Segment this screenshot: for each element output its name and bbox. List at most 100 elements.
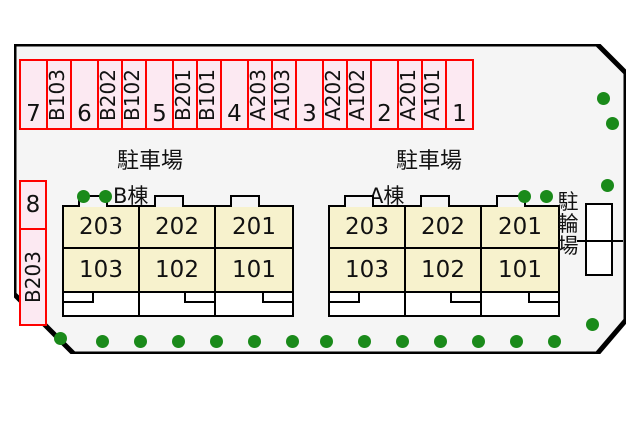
parking-stall-b101[interactable]: B101 — [195, 59, 222, 130]
left-parking-stack: 8 B203 — [19, 180, 47, 326]
unit-a-202[interactable]: 202 — [406, 207, 480, 249]
parking-stall-a102[interactable]: A102 — [345, 59, 372, 130]
tree-icon — [248, 335, 261, 348]
parking-stall-5[interactable]: 5 — [145, 59, 174, 130]
parking-stall-b102[interactable]: B102 — [120, 59, 147, 130]
tree-icon — [320, 335, 333, 348]
parking-stall-label: B101 — [195, 68, 219, 121]
parking-stall-label: A101 — [420, 68, 444, 121]
building-walkway — [328, 293, 560, 317]
tree-icon — [434, 335, 447, 348]
unit-a-101[interactable]: 101 — [482, 249, 558, 291]
tree-icon — [606, 117, 619, 130]
tree-icon — [548, 335, 561, 348]
walkway-segment — [406, 293, 482, 315]
tree-icon — [286, 335, 299, 348]
unit-number: 201 — [232, 213, 276, 240]
unit-number: 101 — [232, 256, 276, 283]
tree-icon — [96, 335, 109, 348]
unit-column: 203 103 — [330, 195, 406, 291]
entrance-step — [330, 293, 360, 303]
walkway-segment — [482, 293, 558, 315]
parking-stall-label: 1 — [452, 101, 467, 127]
unit-number: 102 — [421, 256, 465, 283]
tree-icon — [54, 332, 67, 345]
parking-stall-a103[interactable]: A103 — [270, 59, 297, 130]
tree-icon — [540, 190, 553, 203]
walkway-segment — [216, 293, 292, 315]
unit-a-103[interactable]: 103 — [330, 249, 404, 291]
stair-landing — [230, 195, 260, 207]
tree-icon — [172, 335, 185, 348]
parking-stall-label: B203 — [21, 251, 45, 303]
unit-b-202[interactable]: 202 — [140, 207, 214, 249]
unit-b-103[interactable]: 103 — [64, 249, 138, 291]
unit-column: 203 103 — [64, 195, 140, 291]
parking-stall-label: 8 — [25, 191, 41, 218]
parking-stall-label: 7 — [26, 101, 41, 127]
tree-icon — [601, 179, 614, 192]
parking-stall-label: 2 — [377, 101, 392, 127]
building-label-a: A棟 — [369, 184, 405, 208]
unit-number: 103 — [345, 256, 389, 283]
parking-stall-a101[interactable]: A101 — [420, 59, 447, 130]
parking-stall-label: B201 — [171, 68, 195, 121]
tree-icon — [77, 190, 90, 203]
unit-number: 102 — [155, 256, 199, 283]
unit-a-203[interactable]: 203 — [330, 207, 404, 249]
unit-column: 201 101 — [216, 195, 292, 291]
parking-stall-label: B102 — [120, 68, 144, 121]
parking-stall-8[interactable]: 8 — [19, 180, 47, 230]
unit-number: 201 — [498, 213, 542, 240]
unit-b-203[interactable]: 203 — [64, 207, 138, 249]
unit-number: 103 — [79, 256, 123, 283]
walkway-segment — [330, 293, 406, 315]
unit-number: 203 — [345, 213, 389, 240]
tree-icon — [472, 335, 485, 348]
entrance-step — [184, 293, 214, 303]
parking-stall-2[interactable]: 2 — [370, 59, 399, 130]
parking-stall-b203[interactable]: B203 — [19, 228, 47, 326]
tree-icon — [99, 190, 112, 203]
unit-b-102[interactable]: 102 — [140, 249, 214, 291]
parking-stall-label: 3 — [302, 101, 317, 127]
unit-b-101[interactable]: 101 — [216, 249, 292, 291]
parking-stall-label: 4 — [227, 101, 242, 127]
parking-lot-label-b: 駐車場 — [117, 149, 184, 174]
parking-stall-6[interactable]: 6 — [70, 59, 99, 130]
bicycle-parking-label: 駐輪場 — [557, 191, 579, 257]
entrance-step — [528, 293, 558, 303]
parking-stall-4[interactable]: 4 — [220, 59, 249, 130]
tree-icon — [134, 335, 147, 348]
parking-stall-b103[interactable]: B103 — [45, 59, 72, 130]
entrance-step — [64, 293, 94, 303]
parking-stall-1[interactable]: 1 — [445, 59, 474, 130]
parking-stall-7[interactable]: 7 — [19, 59, 48, 130]
entrance-step — [450, 293, 480, 303]
stair-landing — [154, 195, 184, 207]
tree-icon — [510, 335, 523, 348]
bicycle-parking-area[interactable] — [577, 203, 623, 276]
parking-stall-b202[interactable]: B202 — [96, 59, 123, 130]
tree-icon — [396, 335, 409, 348]
parking-stall-label: A201 — [396, 68, 420, 121]
parking-stall-3[interactable]: 3 — [295, 59, 324, 130]
stair-landing — [344, 195, 374, 207]
parking-stall-label: A103 — [270, 68, 294, 121]
unit-a-102[interactable]: 102 — [406, 249, 480, 291]
building-label-b: B棟 — [113, 184, 149, 208]
bicycle-parking-label-char: 場 — [557, 234, 579, 258]
unit-b-201[interactable]: 201 — [216, 207, 292, 249]
unit-number: 203 — [79, 213, 123, 240]
bicycle-parking-label-char: 輪 — [557, 212, 579, 236]
unit-a-201[interactable]: 201 — [482, 207, 558, 249]
unit-number: 202 — [421, 213, 465, 240]
parking-stall-label: B103 — [45, 68, 69, 121]
tree-icon — [597, 92, 610, 105]
